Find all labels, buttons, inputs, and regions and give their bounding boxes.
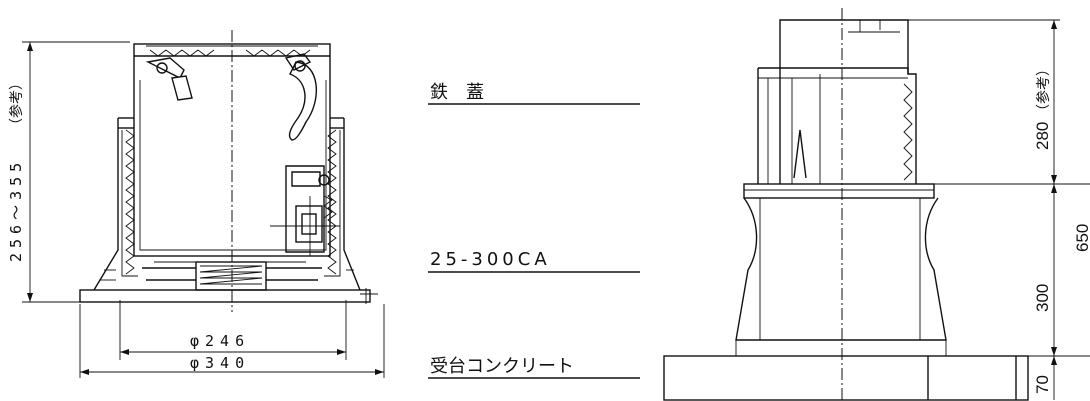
outer-diameter-label: φ340 bbox=[190, 354, 250, 372]
upper-height-reference-note: （参考） bbox=[1035, 62, 1052, 118]
part-labels bbox=[428, 103, 640, 379]
left-cross-section-view bbox=[22, 30, 385, 378]
upper-height-dimension: 280 bbox=[1033, 122, 1052, 150]
model-label: 25-300CA bbox=[430, 249, 551, 270]
right-elevation-view bbox=[663, 8, 1090, 401]
height-dimension-label: 256～355 bbox=[7, 158, 25, 262]
inner-diameter-label: φ246 bbox=[190, 332, 250, 350]
base-height-dimension: 70 bbox=[1033, 375, 1052, 394]
cover-label: 鉄 蓋 bbox=[430, 82, 484, 103]
height-reference-note: （参考） bbox=[8, 76, 25, 132]
middle-height-dimension: 300 bbox=[1033, 284, 1052, 312]
total-height-dimension: 650 bbox=[1073, 224, 1090, 252]
base-concrete-label: 受台コンクリート bbox=[430, 356, 574, 377]
